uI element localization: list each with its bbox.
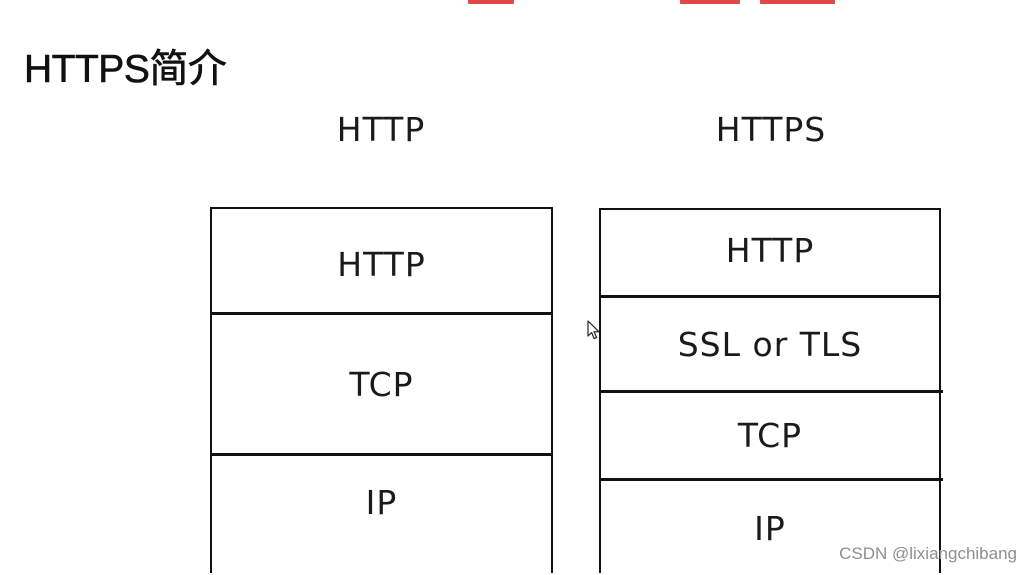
- mouse-pointer-icon: [587, 320, 600, 340]
- http-stack-layer-tcp: TCP: [212, 315, 551, 456]
- https-protocol-stack: HTTP SSL or TLS TCP IP: [599, 208, 943, 575]
- watermark: CSDN @lixiangchibang: [839, 544, 1017, 563]
- cropped-red-header-fragment: [0, 0, 1031, 8]
- http-stack-layer-http: HTTP: [212, 209, 551, 315]
- layer-label: TCP: [737, 416, 803, 455]
- https-stack-layer-http: HTTP: [601, 210, 939, 298]
- layer-label: SSL or TLS: [677, 324, 863, 364]
- http-stack-layer-ip: IP: [212, 456, 551, 573]
- column-heading-http: HTTP: [336, 110, 426, 149]
- https-stack-layer-tcp: TCP: [601, 393, 943, 481]
- page-title: HTTPS简介: [24, 48, 227, 92]
- http-protocol-stack: HTTP TCP IP: [210, 207, 553, 573]
- layer-label: HTTP: [337, 245, 426, 284]
- https-stack-layer-ip: IP: [601, 481, 939, 575]
- layer-label: IP: [365, 483, 398, 522]
- https-stack-layer-ssl-tls: SSL or TLS: [601, 298, 943, 393]
- layer-label: HTTP: [725, 231, 815, 270]
- layer-label: TCP: [349, 364, 414, 404]
- layer-label: IP: [754, 508, 786, 548]
- column-heading-https: HTTPS: [715, 110, 827, 149]
